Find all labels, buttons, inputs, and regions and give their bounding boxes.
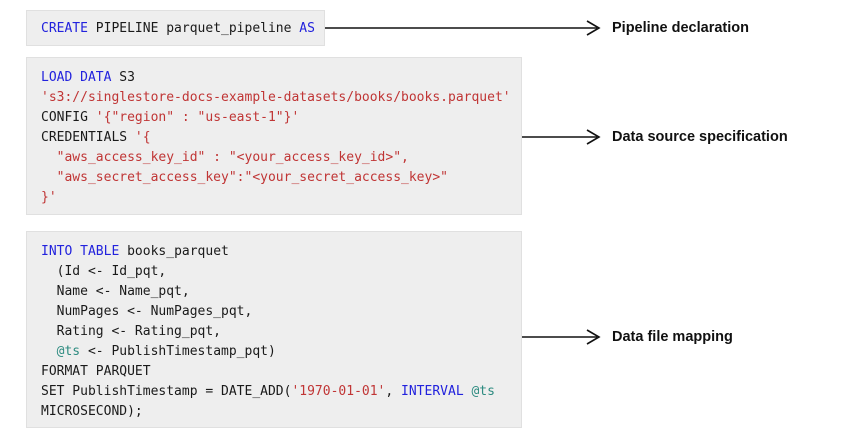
code-line: Name <- Name_pqt, (41, 282, 509, 302)
code-token-pln: <- PublishTimestamp_pqt) (80, 344, 276, 359)
code-line: FORMAT PARQUET (41, 362, 509, 382)
code-token-pln: (Id <- Id_pqt, (41, 264, 167, 279)
code-token-str: '1970-01-01' (291, 384, 386, 399)
code-line: CONFIG '{"region" : "us-east-1"}' (41, 108, 509, 128)
code-token-str: '{"region" : "us-east-1"}' (95, 110, 300, 125)
code-token-pln: MICROSECOND); (41, 404, 143, 419)
code-token-pln: Name <- Name_pqt, (41, 284, 190, 299)
code-line: "aws_secret_access_key":"<your_secret_ac… (41, 168, 509, 188)
code-line: LOAD DATA S3 (41, 68, 509, 88)
code-line: (Id <- Id_pqt, (41, 262, 509, 282)
arrow-to-pipeline-declaration (325, 20, 601, 36)
code-token-str: 's3://singlestore-docs-example-datasets/… (41, 90, 511, 105)
code-token-kw: CREATE (41, 21, 88, 36)
code-token-pln: FORMAT PARQUET (41, 364, 151, 379)
code-token-str: '{ (134, 130, 151, 145)
code-line: }' (41, 188, 509, 208)
code-block-data-file-mapping: INTO TABLE books_parquet (Id <- Id_pqt, … (26, 231, 522, 428)
code-token-pln: S3 (111, 70, 135, 85)
code-token-kw: LOAD DATA (41, 70, 112, 85)
code-token-kw: INTO TABLE (41, 244, 120, 259)
code-token-var: @ts (56, 344, 81, 359)
code-line: SET PublishTimestamp = DATE_ADD('1970-01… (41, 382, 509, 402)
annotation-label-data-source-specification: Data source specification (612, 129, 788, 145)
code-token-pln: CREDENTIALS (41, 130, 135, 145)
code-token-var: @ts (471, 384, 495, 399)
code-line: @ts <- PublishTimestamp_pqt) (41, 342, 509, 362)
code-token-str: "aws_access_key_id" : "<your_access_key_… (41, 150, 409, 165)
annotation-label-pipeline-declaration: Pipeline declaration (612, 20, 749, 36)
code-token-pln: PIPELINE parquet_pipeline (87, 21, 300, 36)
code-line: NumPages <- NumPages_pqt, (41, 302, 509, 322)
code-token-pln: Rating <- Rating_pqt, (41, 324, 222, 339)
annotation-label-data-file-mapping: Data file mapping (612, 329, 733, 345)
code-line: MICROSECOND); (41, 402, 509, 422)
code-line: CREATE PIPELINE parquet_pipeline AS (41, 19, 315, 39)
code-line: Rating <- Rating_pqt, (41, 322, 509, 342)
code-block-data-source: LOAD DATA S3 's3://singlestore-docs-examp… (26, 57, 522, 215)
code-token-pln: SET PublishTimestamp = DATE_ADD( (41, 384, 292, 399)
code-token-pln (41, 344, 57, 359)
code-token-pln: books_parquet (119, 244, 229, 259)
code-token-kw: INTERVAL (401, 384, 464, 399)
code-token-str: "aws_secret_access_key":"<your_secret_ac… (41, 170, 448, 185)
code-line: INTO TABLE books_parquet (41, 242, 509, 262)
code-token-pln: NumPages <- NumPages_pqt, (41, 304, 253, 319)
arrow-to-data-source-specification (522, 129, 601, 145)
code-block-pipeline-declaration: CREATE PIPELINE parquet_pipeline AS (26, 10, 325, 46)
code-token-pln: , (385, 384, 402, 399)
code-line: CREDENTIALS '{ (41, 128, 509, 148)
code-token-str: }' (41, 190, 57, 205)
code-line: "aws_access_key_id" : "<your_access_key_… (41, 148, 509, 168)
code-token-pln: CONFIG (41, 110, 96, 125)
arrow-to-data-file-mapping (522, 329, 601, 345)
code-token-kw: AS (299, 21, 315, 36)
code-line: 's3://singlestore-docs-example-datasets/… (41, 88, 511, 108)
